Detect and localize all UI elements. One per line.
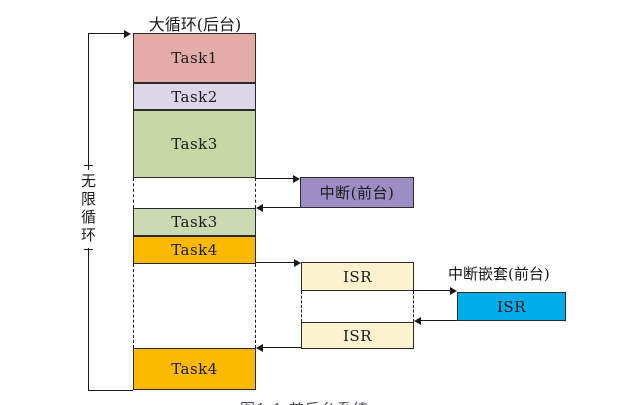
task-box-task3-resumed: Task3 [133, 208, 256, 236]
dashed-gap-line [255, 178, 256, 208]
dashed-gap-line [413, 291, 414, 322]
arrow-return-interrupt-line [262, 207, 300, 208]
arrow-to-interrupt-line [256, 178, 294, 179]
cropped-caption: 图1-1 前后台系统 [240, 402, 410, 405]
task-box-task4: Task4 [133, 236, 256, 264]
loop-label-bottom-tick [84, 249, 93, 250]
task-box-task2: Task2 [133, 83, 256, 110]
interrupt-box: 中断(前台) [300, 177, 414, 208]
infinite-loop-label: 无限循环 [79, 170, 97, 248]
arrow-return-nested-line [420, 320, 457, 321]
arrow-return-interrupt-head-icon [256, 204, 263, 212]
arrow-isr-to-nested-head-icon [450, 287, 457, 295]
task-box-task1: Task1 [133, 33, 256, 83]
arrow-isr-to-nested-line [414, 290, 451, 291]
isr-box-2: ISR [301, 322, 414, 349]
diagram-title: 大循环(后台) [148, 15, 242, 34]
loop-label-top-tick [84, 165, 93, 166]
task-box-task4-resumed: Task4 [133, 348, 256, 390]
arrow-return-isr-head-icon [256, 344, 263, 352]
isr-box-1: ISR [301, 262, 414, 291]
dashed-gap-line [133, 178, 134, 208]
nested-interrupt-label: 中断嵌套(前台) [448, 265, 550, 283]
arrow-return-isr-line [262, 347, 301, 348]
arrow-return-nested-head-icon [414, 317, 421, 325]
loop-entry-arrowhead-icon [124, 30, 131, 38]
arrow-to-interrupt-head-icon [293, 175, 300, 183]
loop-entry-arrow-line [88, 33, 126, 34]
arrow-to-isr-head-icon [294, 259, 301, 267]
dashed-gap-line [133, 264, 134, 348]
task-box-task3: Task3 [133, 110, 256, 178]
loop-bottom-line [88, 390, 133, 391]
arrow-to-isr-line [256, 262, 294, 263]
nested-isr-box: ISR [457, 292, 566, 321]
dashed-gap-line [301, 291, 302, 322]
dashed-gap-line [255, 264, 256, 348]
